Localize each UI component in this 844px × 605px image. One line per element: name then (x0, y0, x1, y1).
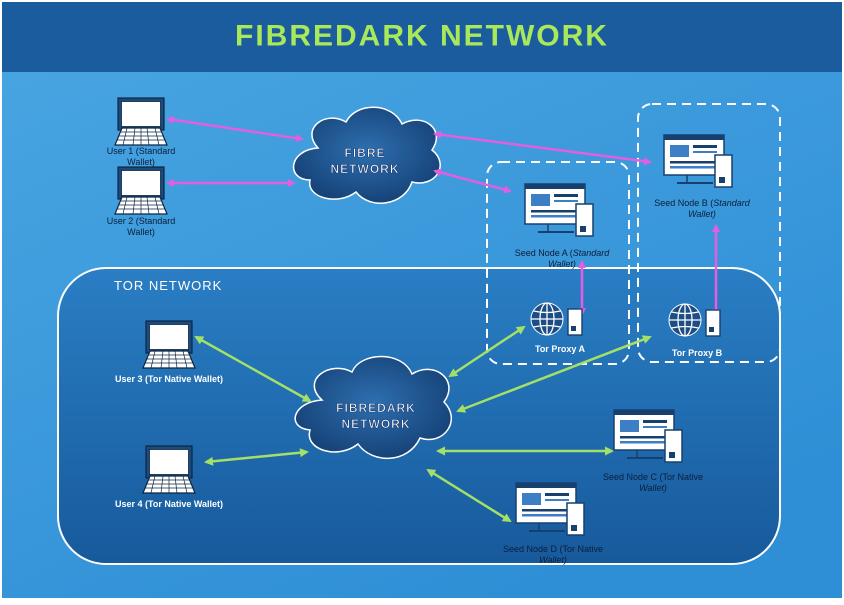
tor-proxy-b-label: Tor Proxy B (672, 348, 723, 358)
user4-label: User 4 (Tor Native Wallet) (115, 499, 223, 509)
user1-label-line1: User 1 (Standard (107, 146, 176, 156)
arrow-fibre-seedb (433, 130, 652, 166)
standard-links (166, 115, 720, 317)
user1-label-line2: Wallet) (127, 157, 155, 167)
user3-computer-icon (142, 320, 196, 369)
user4-computer-icon (142, 445, 196, 494)
user2-computer-icon (114, 166, 168, 215)
fibredark-network-cloud: FIBREDARK NETWORK (294, 355, 453, 459)
fibre-network-cloud: FIBRE NETWORK (293, 106, 441, 204)
fibredark-cloud-label-2: NETWORK (342, 417, 411, 431)
fibredark-cloud-label-1: FIBREDARK (336, 401, 416, 415)
seed-b-label-line2: Wallet) (688, 209, 716, 219)
seed-d-label-line2: Wallet) (539, 555, 567, 565)
seed-a-label-line2: Wallet) (548, 259, 576, 269)
arrow-fibredark-seedd (426, 468, 512, 523)
seed-group-b-boundary (637, 103, 781, 363)
title-bar: FIBREDARK NETWORK (2, 2, 842, 72)
user3-label: User 3 (Tor Native Wallet) (115, 374, 223, 384)
seed-a-label-line1: Seed Node A (Standard (515, 248, 611, 258)
arrow-proxyb-fibredark (456, 335, 652, 413)
user2-label-line2: Wallet) (127, 227, 155, 237)
arrow-fibre-seeda (433, 168, 512, 194)
tor-network-label: TOR NETWORK (114, 278, 222, 293)
seed-d-label-line1: Seed Node D (Tor Native (503, 544, 603, 554)
arrow-user4-fibredark (204, 448, 309, 466)
diagram-title: FIBREDARK NETWORK (235, 20, 609, 53)
user2-label-line1: User 2 (Standard (107, 216, 176, 226)
seed-c-label-line1: Seed Node C (Tor Native (603, 472, 703, 482)
arrow-user1-fibre (166, 115, 304, 143)
user1-computer-icon (114, 97, 168, 146)
tor-links (194, 325, 652, 523)
seed-b-label-line1: Seed Node B (Standard (654, 198, 751, 208)
fibre-cloud-label-1: FIBRE (345, 146, 386, 160)
arrow-user3-fibredark (194, 335, 312, 403)
fibre-cloud-label-2: NETWORK (331, 162, 400, 176)
seed-c-label-line2: Wallet) (639, 483, 667, 493)
tor-proxy-a-label: Tor Proxy A (535, 344, 586, 354)
